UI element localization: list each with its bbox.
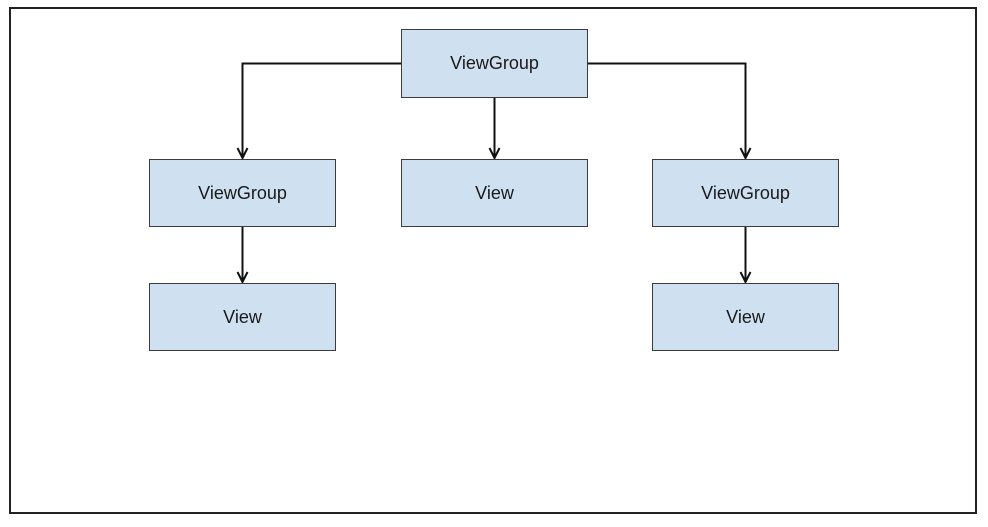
middle-view-node: View <box>401 159 588 227</box>
right-viewgroup-node: ViewGroup <box>652 159 839 227</box>
left-viewgroup-node: ViewGroup <box>149 159 336 227</box>
node-label: ViewGroup <box>450 53 539 73</box>
node-label: View <box>475 182 514 203</box>
right-view-node: View <box>652 283 839 351</box>
root-viewgroup-node: ViewGroup <box>401 29 588 98</box>
node-label: View <box>726 306 765 327</box>
node-label: View <box>223 306 262 327</box>
node-label: ViewGroup <box>701 182 790 203</box>
left-view-node: View <box>149 283 336 351</box>
node-label: ViewGroup <box>198 182 287 203</box>
